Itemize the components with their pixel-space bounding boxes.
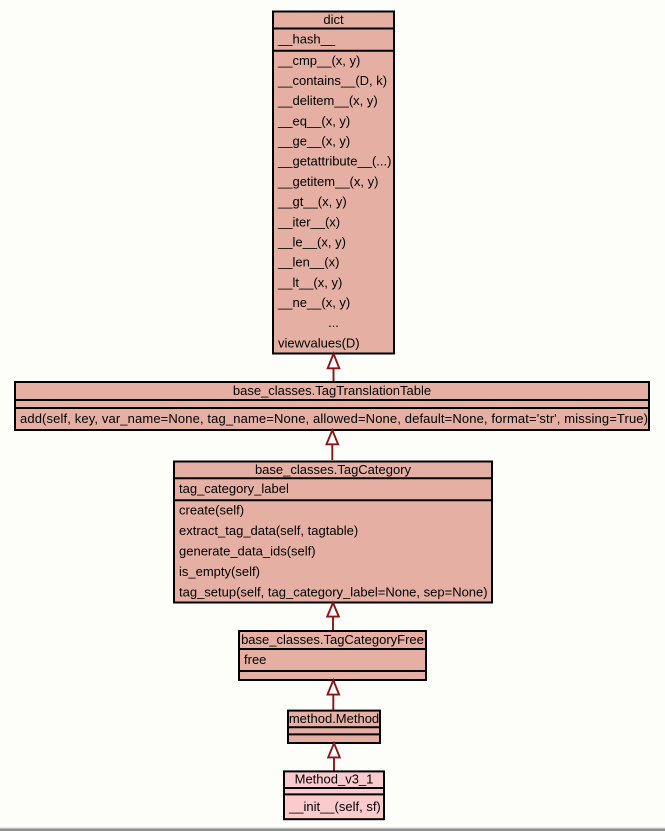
svg-text:__delitem__(x, y): __delitem__(x, y)	[277, 93, 378, 108]
svg-text:__contains__(D, k): __contains__(D, k)	[277, 73, 387, 88]
svg-text:__iter__(x): __iter__(x)	[277, 214, 340, 229]
svg-text:__le__(x, y): __le__(x, y)	[277, 235, 346, 250]
svg-text:__init__(self, sf): __init__(self, sf)	[288, 799, 381, 814]
svg-text:extract_tag_data(self, tagtabl: extract_tag_data(self, tagtable)	[179, 523, 358, 538]
svg-text:base_classes.TagTranslationTab: base_classes.TagTranslationTable	[233, 383, 431, 398]
svg-text:__lt__(x, y): __lt__(x, y)	[277, 275, 342, 290]
svg-text:create(self): create(self)	[179, 503, 244, 518]
svg-text:generate_data_ids(self): generate_data_ids(self)	[179, 543, 316, 558]
svg-text:base_classes.TagCategory: base_classes.TagCategory	[255, 462, 412, 477]
svg-text:__getattribute__(...): __getattribute__(...)	[277, 154, 391, 169]
svg-text:__ne__(x, y): __ne__(x, y)	[277, 295, 350, 310]
svg-text:__ge__(x, y): __ge__(x, y)	[277, 134, 350, 149]
svg-text:viewvalues(D): viewvalues(D)	[278, 335, 360, 350]
svg-text:tag_category_label: tag_category_label	[179, 481, 289, 496]
svg-text:free: free	[244, 652, 266, 667]
svg-text:tag_setup(self, tag_category_l: tag_setup(self, tag_category_label=None,…	[179, 584, 488, 599]
svg-text:__getitem__(x, y): __getitem__(x, y)	[277, 174, 378, 189]
svg-text:base_classes.TagCategoryFree: base_classes.TagCategoryFree	[241, 632, 424, 647]
svg-text:...: ...	[328, 315, 339, 330]
svg-text:is_empty(self): is_empty(self)	[179, 564, 260, 579]
svg-text:method.Method: method.Method	[289, 711, 379, 726]
svg-text:dict: dict	[323, 12, 344, 27]
svg-text:__eq__(x, y): __eq__(x, y)	[277, 113, 350, 128]
svg-text:__hash__: __hash__	[277, 32, 336, 47]
svg-text:__cmp__(x, y): __cmp__(x, y)	[277, 53, 360, 68]
svg-text:add(self, key, var_name=None,: add(self, key, var_name=None, tag_name=N…	[20, 411, 648, 426]
svg-text:__gt__(x, y): __gt__(x, y)	[277, 194, 347, 209]
svg-text:Method_v3_1: Method_v3_1	[295, 772, 374, 787]
svg-text:__len__(x): __len__(x)	[277, 255, 339, 270]
